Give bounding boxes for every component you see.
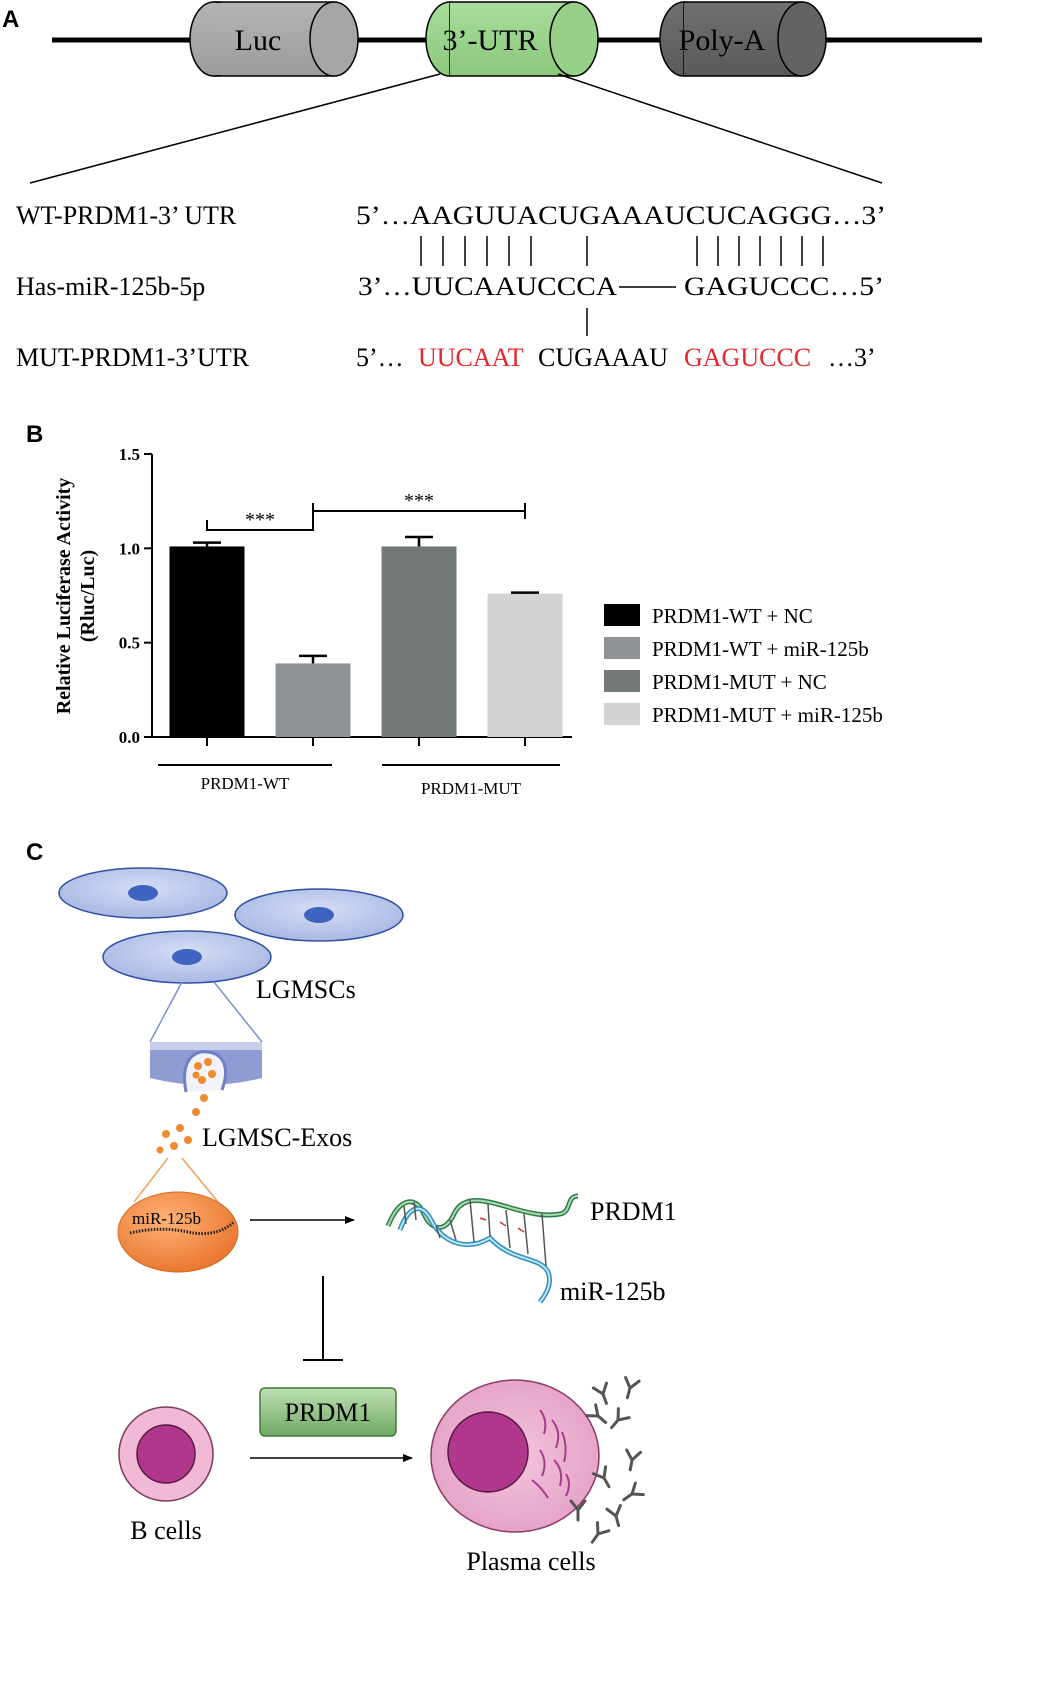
antibody-shape — [569, 1499, 587, 1522]
antibody-shape — [591, 1465, 611, 1489]
plasma-cell-label: Plasma cells — [466, 1547, 595, 1576]
wt-name: WT-PRDM1-3’ UTR — [16, 201, 237, 230]
antibody-shape — [590, 1521, 611, 1544]
inhibition-symbol — [303, 1276, 343, 1361]
y-tick-label: 1.5 — [119, 445, 140, 464]
y-axis-title-line2: (Rluc/Luc) — [77, 550, 99, 642]
legend-label: PRDM1-MUT + NC — [652, 670, 827, 694]
prdm1-box-label: PRDM1 — [285, 1398, 372, 1427]
antibody-shape — [585, 1403, 608, 1424]
mut-red-1: UUCAAT — [418, 343, 524, 372]
luc-cylinder: Luc — [189, 1, 359, 77]
wt-sequence: 5’…AAGUUACUGAAAUCUCAGGG…3’ — [356, 201, 886, 230]
legend-label: PRDM1-WT + miR-125b — [652, 637, 869, 661]
duplex-rungs — [403, 1199, 547, 1267]
bar — [381, 546, 457, 737]
mrna-mirna-duplex: PRDM1 miR-125b — [385, 1193, 677, 1306]
duplex-prdm1-label: PRDM1 — [590, 1197, 677, 1226]
duplex-mir-label: miR-125b — [560, 1277, 665, 1306]
lgmsc-cell — [58, 867, 228, 919]
luc-label: Luc — [235, 24, 282, 57]
antibody-icon — [624, 1375, 641, 1400]
antibody-shape — [625, 1448, 642, 1472]
utr-cylinder: 3’-UTR — [425, 1, 599, 77]
utr-label: 3’-UTR — [443, 24, 538, 57]
panel-label-b: B — [26, 421, 43, 448]
group-labels: PRDM1-WT PRDM1-MUT — [158, 764, 560, 798]
luciferase-construct: Luc 3’-UTR Poly-A — [29, 1, 982, 184]
bar — [275, 663, 351, 737]
chart-legend: PRDM1-WT + NC PRDM1-WT + miR-125bPRDM1-MU… — [604, 604, 883, 727]
group-label: PRDM1-WT — [201, 774, 290, 793]
luciferase-bar-chart: Relative Luciferase Activity (Rluc/Luc) … — [53, 445, 883, 798]
mut-suffix: …3’ — [828, 343, 876, 372]
base-pair-bars — [420, 236, 824, 336]
released-exosomes — [156, 1094, 208, 1154]
vesicles-in-cell — [192, 1058, 216, 1084]
y-tick-label: 1.0 — [119, 539, 140, 558]
mut-red-2: GAGUCCC — [684, 343, 811, 372]
mir-sequence-left: 3’…UUCAAUCCCA — [358, 272, 617, 301]
polya-label: Poly-A — [679, 24, 766, 57]
mir-name: Has-miR-125b-5p — [16, 272, 205, 301]
antibody-icon — [622, 1481, 645, 1502]
mut-prefix: 5’… — [356, 343, 410, 372]
chart-bars — [169, 535, 563, 737]
lgmsc-cells: LGMSCs — [58, 867, 404, 1004]
mut-sequence: 5’… UUCAAT CUGAAAU GAGUCCC …3’ — [356, 343, 876, 372]
significance-label: *** — [245, 509, 275, 531]
legend-label: PRDM1-WT + NC — [652, 604, 813, 628]
prdm1-box: PRDM1 — [259, 1387, 397, 1437]
exosome-mir125b: miR-125b — [117, 1191, 239, 1273]
bracket-between — [312, 503, 526, 530]
legend-swatch — [604, 637, 640, 659]
antibody-icon — [585, 1403, 608, 1424]
legend-swatch — [604, 703, 640, 725]
y-axis-title-line1: Relative Luciferase Activity — [53, 478, 75, 715]
antibody-icon — [591, 1381, 608, 1405]
b-cell: B cells — [118, 1406, 214, 1545]
legend-swatch — [604, 604, 640, 626]
bar — [487, 593, 563, 737]
exosome-release-zoom: LGMSC-Exos — [133, 981, 352, 1203]
mir-sequence-right: GAGUCCC…5’ — [684, 272, 884, 301]
antibody-icon — [590, 1521, 611, 1544]
exos-label: LGMSC-Exos — [202, 1123, 352, 1152]
antibody-shape — [605, 1503, 622, 1528]
y-tick-label: 0.5 — [119, 634, 140, 653]
significance-brackets: *** *** — [206, 490, 526, 531]
lgmsc-cell — [102, 930, 272, 984]
antibody-icon — [591, 1465, 611, 1489]
sequence-alignment: WT-PRDM1-3’ UTR Has-miR-125b-5p MUT-PRDM… — [16, 201, 886, 372]
legend-swatch — [604, 670, 640, 692]
lgmsc-label: LGMSCs — [256, 975, 356, 1004]
plasma-cell: Plasma cells — [430, 1379, 600, 1576]
rough-er — [531, 1409, 570, 1499]
antibody-shape — [610, 1407, 631, 1430]
panel-label-c: C — [26, 839, 43, 866]
antibody-shape — [624, 1375, 641, 1400]
legend-label: PRDM1-MUT + miR-125b — [652, 703, 883, 727]
y-axis-title: Relative Luciferase Activity (Rluc/Luc) — [53, 478, 99, 715]
panel-label-a: A — [2, 6, 19, 33]
mut-mid: CUGAAAU — [538, 343, 668, 372]
bar — [169, 546, 245, 737]
mut-name: MUT-PRDM1-3’UTR — [16, 343, 250, 372]
antibody-shape — [591, 1381, 608, 1405]
antibody-shape — [622, 1481, 645, 1502]
exo-mir-label: miR-125b — [132, 1209, 201, 1228]
lgmsc-cell — [234, 888, 404, 942]
antibody-icon — [610, 1407, 631, 1430]
group-label: PRDM1-MUT — [421, 779, 522, 798]
polya-cylinder: Poly-A — [659, 1, 827, 77]
antibody-icon — [569, 1499, 587, 1522]
antibody-icon — [625, 1448, 642, 1472]
antibody-icon — [605, 1503, 622, 1528]
y-tick-label: 0.0 — [119, 728, 140, 747]
significance-label: *** — [404, 490, 434, 512]
b-cell-label: B cells — [130, 1516, 202, 1545]
antibodies — [569, 1375, 645, 1544]
